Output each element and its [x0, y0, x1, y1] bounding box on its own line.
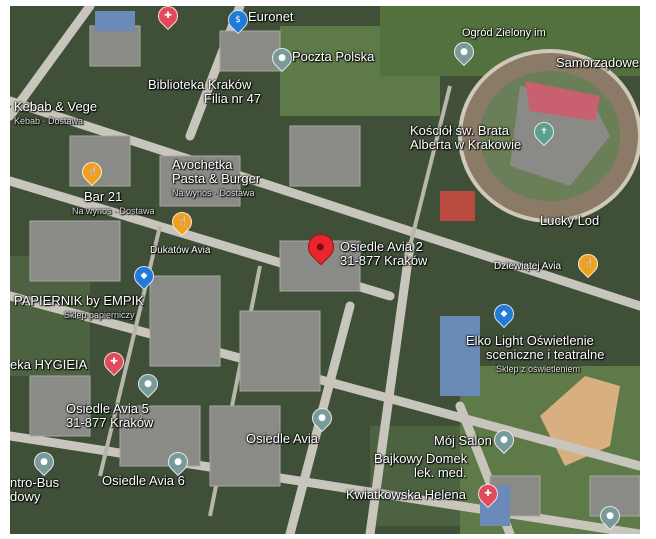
shopping-bag-icon: ◆ [500, 309, 508, 319]
restaurant-icon: 🍴 [177, 217, 189, 227]
label-avia: Osiedle Avia [246, 431, 319, 446]
label-poczta: Poczta Polska [292, 49, 375, 64]
label-dukatow: Dukatów Avia [150, 245, 211, 256]
shopping-bag-icon: ◆ [140, 271, 148, 281]
label-samorzadowe: Samorządowe [556, 55, 640, 70]
label-euronet: Euronet [248, 9, 294, 24]
label-lucky: Lucky Lod [540, 213, 600, 228]
restaurant-icon: 🍴 [87, 167, 99, 177]
label-street: Dziewiątej Avia [494, 261, 562, 272]
label-salon: Mój Salon [434, 433, 492, 448]
place-pin-icon: ● [174, 457, 182, 467]
label-osiedle6: Osiedle Avia 6 [102, 473, 185, 488]
place-pin-icon: ● [318, 413, 326, 423]
map-base [10, 6, 640, 534]
place-pin-icon: ● [606, 511, 614, 521]
label-hygieia: eka HYGIEIA [10, 357, 88, 372]
map-view[interactable]: ✚ $ ● ● ✝ 🍴 🍴 🍴 ◆ ◆ ✚ ● ● ● ● ● ✚ ● Euro… [10, 6, 640, 534]
bank-icon: $ [235, 15, 241, 25]
label-ogrod: Ogród Zielony im [462, 27, 546, 39]
pharmacy-icon: ✚ [164, 11, 172, 21]
church-icon: ✝ [540, 127, 548, 137]
place-pin-icon: ● [40, 457, 48, 467]
place-pin-icon: ● [500, 435, 508, 445]
place-pin-icon: ● [278, 53, 286, 63]
place-pin-icon: ● [144, 379, 152, 389]
label-kwiatkowska: Kwiatkowska Helena [346, 487, 466, 502]
place-pin-icon: ● [460, 47, 468, 57]
pharmacy-icon: ✚ [110, 357, 118, 367]
doctor-icon: ✚ [484, 489, 492, 499]
restaurant-icon: 🍴 [583, 259, 595, 269]
